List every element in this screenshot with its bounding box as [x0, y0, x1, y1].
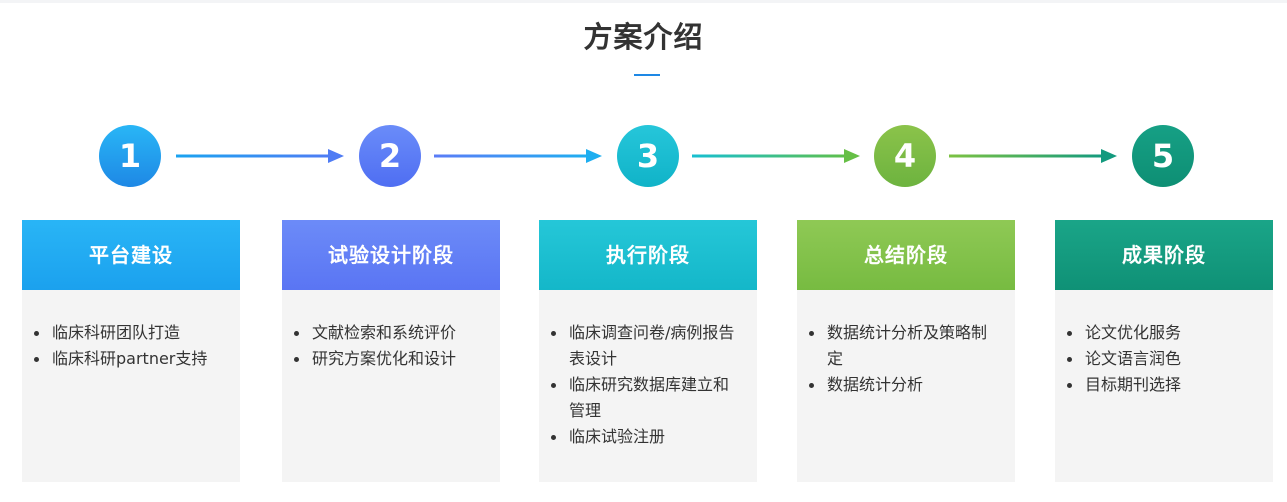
list-item-text: 论文语言润色 [1085, 349, 1182, 368]
stage-card-2: 试验设计阶段 文献检索和系统评价 研究方案优化和设计 [282, 220, 500, 482]
title-underline [634, 74, 660, 76]
step-circle-1: 1 [99, 125, 161, 187]
bullet-icon [294, 357, 299, 362]
stage-heading: 执行阶段 [539, 220, 757, 290]
list-item: 数据统计分析及策略制定 [797, 320, 1015, 372]
step-circle-2: 2 [359, 125, 421, 187]
bullet-icon [551, 331, 556, 336]
arrow-right-icon [176, 149, 344, 163]
step-circle-5: 5 [1132, 125, 1194, 187]
stage-item-list: 论文优化服务 论文语言润色 目标期刊选择 [1055, 290, 1273, 398]
arrow-right-icon [949, 149, 1117, 163]
list-item: 临床研究数据库建立和管理 [539, 372, 757, 424]
list-item: 目标期刊选择 [1055, 372, 1273, 398]
bullet-icon [809, 331, 814, 336]
arrow-right-icon [434, 149, 602, 163]
list-item-text: 临床调查问卷/病例报告表设计 [569, 323, 735, 368]
stage-card-4: 总结阶段 数据统计分析及策略制定 数据统计分析 [797, 220, 1015, 482]
list-item-text: 临床科研团队打造 [52, 323, 181, 342]
stage-item-list: 临床科研团队打造 临床科研partner支持 [22, 290, 240, 372]
bullet-icon [1067, 331, 1072, 336]
bullet-icon [551, 383, 556, 388]
list-item-text: 临床试验注册 [569, 427, 666, 446]
stage-heading: 成果阶段 [1055, 220, 1273, 290]
step-circle-4: 4 [874, 125, 936, 187]
list-item-text: 临床科研partner支持 [52, 349, 208, 368]
top-divider [0, 0, 1287, 3]
list-item-text: 临床研究数据库建立和管理 [569, 375, 730, 420]
list-item-text: 数据统计分析 [827, 375, 924, 394]
stage-card-1: 平台建设 临床科研团队打造 临床科研partner支持 [22, 220, 240, 482]
bullet-icon [294, 331, 299, 336]
list-item: 论文语言润色 [1055, 346, 1273, 372]
list-item-text: 文献检索和系统评价 [312, 323, 457, 342]
list-item: 文献检索和系统评价 [282, 320, 500, 346]
list-item-text: 数据统计分析及策略制定 [827, 323, 988, 368]
stage-heading: 总结阶段 [797, 220, 1015, 290]
list-item: 临床试验注册 [539, 424, 757, 450]
bullet-icon [34, 357, 39, 362]
stage-heading: 平台建设 [22, 220, 240, 290]
list-item: 临床调查问卷/病例报告表设计 [539, 320, 757, 372]
list-item-text: 研究方案优化和设计 [312, 349, 457, 368]
list-item: 论文优化服务 [1055, 320, 1273, 346]
stage-item-list: 数据统计分析及策略制定 数据统计分析 [797, 290, 1015, 398]
list-item-text: 目标期刊选择 [1085, 375, 1182, 394]
step-circle-3: 3 [617, 125, 679, 187]
list-item: 数据统计分析 [797, 372, 1015, 398]
stage-item-list: 临床调查问卷/病例报告表设计 临床研究数据库建立和管理 临床试验注册 [539, 290, 757, 450]
list-item-text: 论文优化服务 [1085, 323, 1182, 342]
stage-heading: 试验设计阶段 [282, 220, 500, 290]
list-item: 临床科研团队打造 [22, 320, 240, 346]
stage-card-5: 成果阶段 论文优化服务 论文语言润色 目标期刊选择 [1055, 220, 1273, 482]
stage-item-list: 文献检索和系统评价 研究方案优化和设计 [282, 290, 500, 372]
list-item: 研究方案优化和设计 [282, 346, 500, 372]
bullet-icon [809, 383, 814, 388]
bullet-icon [1067, 357, 1072, 362]
bullet-icon [1067, 383, 1072, 388]
list-item: 临床科研partner支持 [22, 346, 240, 372]
arrow-right-icon [692, 149, 860, 163]
section-title: 方案介绍 [583, 20, 704, 54]
bullet-icon [551, 435, 556, 440]
stage-card-3: 执行阶段 临床调查问卷/病例报告表设计 临床研究数据库建立和管理 临床试验注册 [539, 220, 757, 482]
bullet-icon [34, 331, 39, 336]
